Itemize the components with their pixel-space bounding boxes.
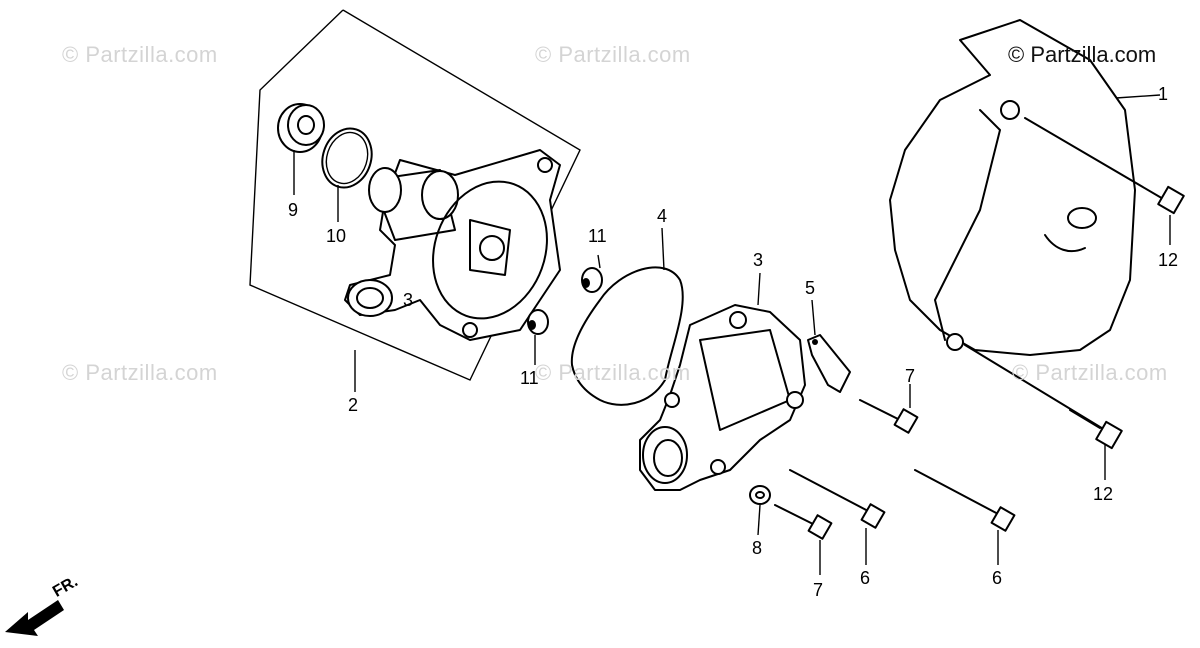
part-dowel-pin-upper (581, 267, 603, 293)
part-bolt-12-upper (1024, 117, 1185, 215)
callout-4: 4 (657, 206, 668, 226)
callout-3: 3 (403, 290, 414, 310)
callout-6: 6 (992, 568, 1003, 588)
part-bolt-7-lower (774, 504, 833, 540)
callout-3: 3 (753, 250, 764, 270)
front-direction-arrow-icon (5, 600, 64, 636)
part-bolt-12-lower (964, 344, 1123, 450)
part-clamp (807, 334, 851, 393)
callout-12: 12 (1158, 250, 1179, 270)
watermark: © Partzilla.com (1012, 360, 1168, 385)
callout-7: 7 (813, 580, 824, 600)
part-dowel-pin-lower (527, 309, 549, 335)
watermark: © Partzilla.com (535, 360, 691, 385)
part-long-bolt-6-right (914, 469, 1016, 532)
watermark: © Partzilla.com (535, 42, 691, 67)
part-water-pump-cover (639, 304, 806, 491)
part-outer-cover (889, 19, 1136, 356)
callout-12: 12 (1093, 484, 1114, 504)
callout-7: 7 (905, 366, 916, 386)
leader-lines (293, 94, 1171, 575)
part-long-bolt-6-left (789, 469, 886, 529)
callout-6: 6 (860, 568, 871, 588)
part-oil-seal (277, 103, 325, 153)
callout-10: 10 (326, 226, 347, 246)
callout-8: 8 (752, 538, 763, 558)
part-washer (749, 485, 771, 505)
part-water-pump-body (344, 149, 561, 341)
callout-2: 2 (348, 395, 359, 415)
pump-assembly-frame (249, 9, 581, 381)
watermark-dark: © Partzilla.com (1008, 42, 1157, 67)
callout-5: 5 (805, 278, 816, 298)
callout-1: 1 (1158, 84, 1169, 104)
watermark: © Partzilla.com (62, 42, 218, 67)
part-bolt-7-upper (859, 399, 919, 434)
callout-9: 9 (288, 200, 299, 220)
part-gasket (570, 266, 684, 406)
watermark: © Partzilla.com (62, 360, 218, 385)
callout-11: 11 (520, 368, 539, 388)
callout-11: 11 (588, 226, 607, 246)
